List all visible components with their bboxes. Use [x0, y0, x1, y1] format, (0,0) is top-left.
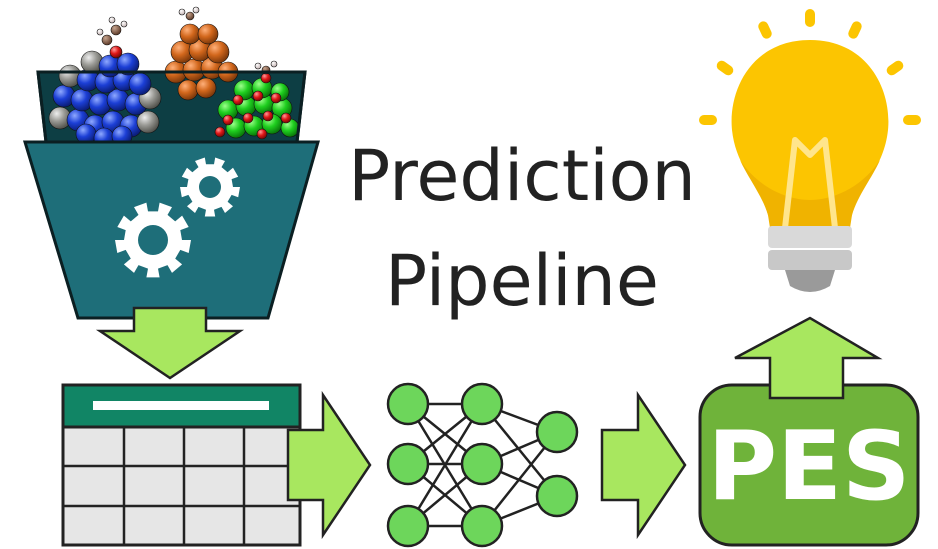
arrow-right-1-icon [286, 390, 372, 540]
funnel-hopper-icon [22, 6, 320, 320]
network-node [386, 442, 430, 486]
network-node [386, 504, 430, 548]
network-node [460, 442, 504, 486]
gear-icon [115, 157, 240, 278]
diagram-title-line-1: Prediction [348, 135, 696, 217]
pes-box: PES [698, 383, 920, 547]
arrow-right-2-icon [600, 390, 687, 540]
diagram-title-line-2: Pipeline [385, 240, 659, 322]
lightbulb-icon [699, 9, 921, 292]
network-node [386, 382, 430, 426]
molecule-cluster-icon [48, 6, 300, 149]
pes-label: PES [708, 412, 911, 522]
data-table-icon [61, 383, 302, 547]
network-node [535, 474, 579, 518]
arrow-up-icon [734, 316, 883, 400]
network-node [535, 410, 579, 454]
network-node [460, 382, 504, 426]
neural-network-icon [386, 382, 579, 548]
arrow-down-icon [95, 306, 245, 380]
network-node [460, 504, 504, 548]
